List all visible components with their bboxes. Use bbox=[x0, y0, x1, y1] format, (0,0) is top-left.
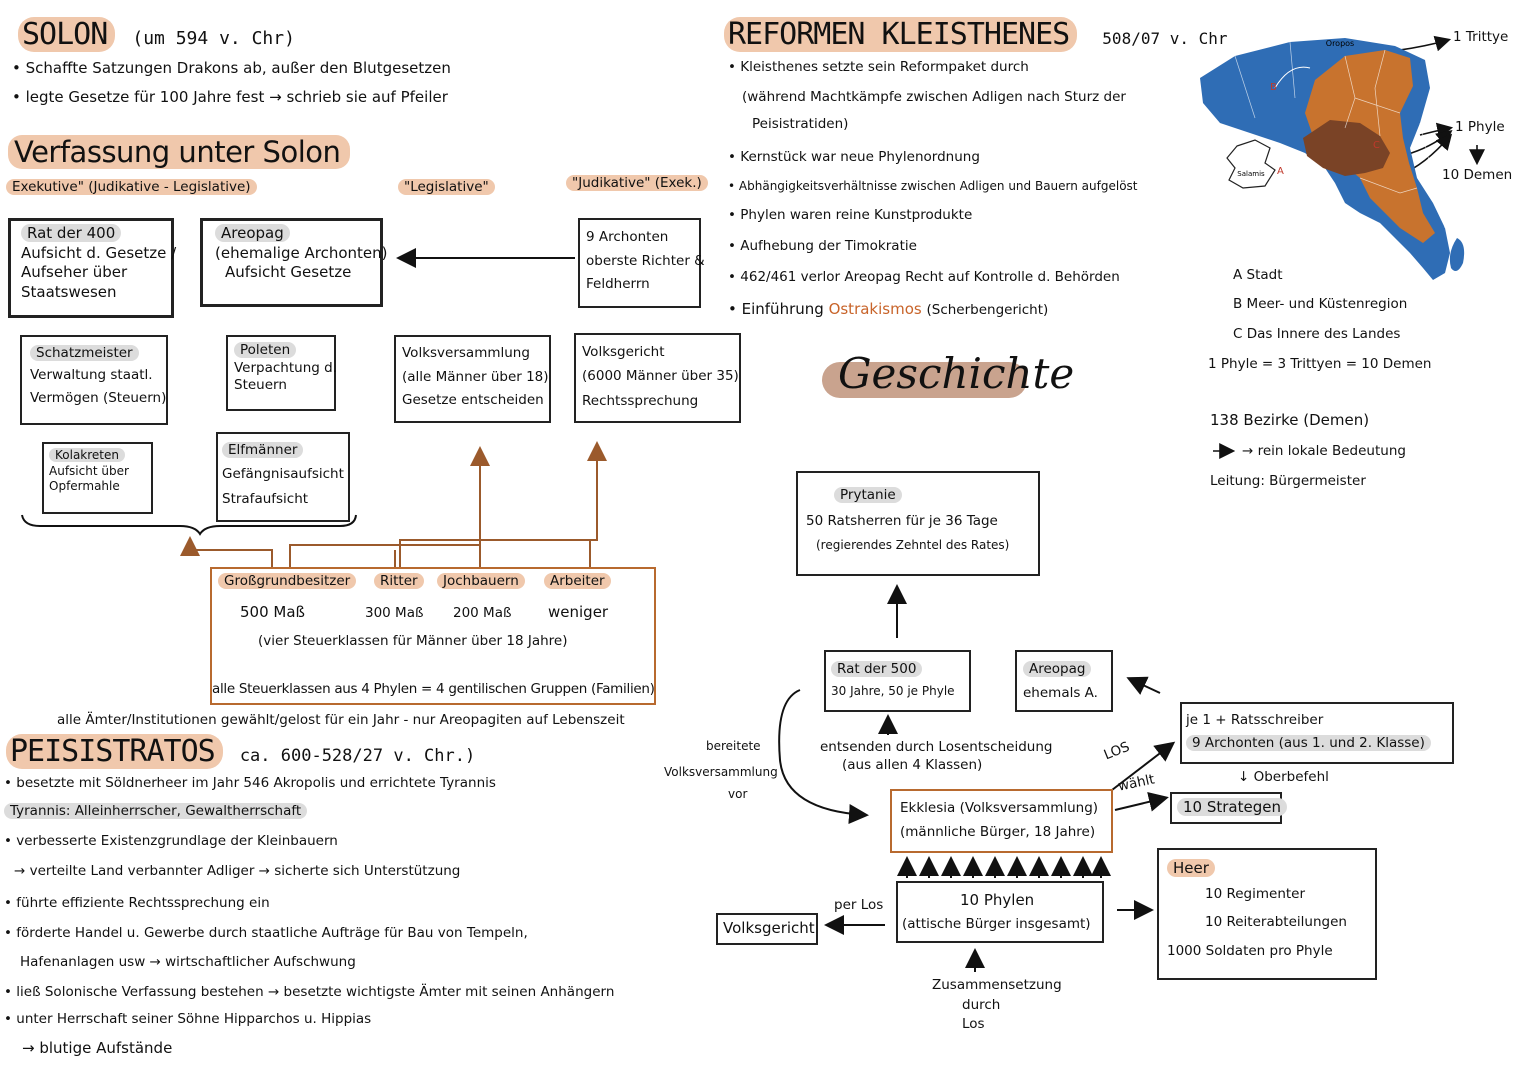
rat-der-500-box: Rat der 500 30 Jahre, 50 je Phyle bbox=[824, 650, 971, 712]
steuerklassen-box bbox=[210, 567, 656, 705]
class-2-value: 300 Maß bbox=[365, 605, 424, 621]
strategen-box: 10 Strategen bbox=[1170, 792, 1287, 824]
schatzmeister-box: Schatzmeister Verwaltung staatl. Vermöge… bbox=[20, 335, 168, 425]
map-marker-b: B bbox=[1270, 82, 1277, 93]
map-legend-c: C Das Innere des Landes bbox=[1233, 326, 1401, 342]
solon-bullet-1: • Schaffte Satzungen Drakons ab, außer d… bbox=[12, 59, 451, 77]
kleisthenes-line-8: • 462/461 verlor Areopag Recht auf Kontr… bbox=[728, 269, 1120, 285]
peisistratos-line-2: • verbesserte Existenzgrundlage der Klei… bbox=[4, 833, 338, 849]
geschichte-highlight bbox=[822, 362, 1027, 398]
entsenden-line-1: entsenden durch Losentscheidung bbox=[820, 739, 1053, 755]
map-marker-c: C bbox=[1373, 140, 1380, 151]
peisistratos-line-3: → verteilte Land verbannter Adliger → si… bbox=[14, 863, 461, 879]
class-3-name: Jochbauern bbox=[437, 573, 525, 590]
classes-note: (vier Steuerklassen für Männer über 18 J… bbox=[258, 633, 568, 649]
kleisthenes-heading: REFORMEN KLEISTHENES 508/07 v. Chr bbox=[724, 17, 1228, 53]
peisistratos-line-5: • förderte Handel u. Gewerbe durch staat… bbox=[4, 925, 528, 941]
zehn-phylen-box: 10 Phylen (attische Bürger insgesamt) bbox=[896, 881, 1104, 943]
peisistratos-line-9: → blutige Aufstände bbox=[22, 1039, 173, 1057]
kleisthenes-line-1: • Kleisthenes setzte sein Reformpaket du… bbox=[728, 59, 1029, 75]
archonten-geschichte-box: je 1 + Ratsschreiber 9 Archonten (aus 1.… bbox=[1180, 702, 1454, 764]
peisistratos-line-4: • führte effiziente Rechtssprechung ein bbox=[4, 895, 270, 911]
col-judikative-label: "Judikative" (Exek.) bbox=[566, 175, 708, 192]
col-exekutive-label: Exekutive" (Judikative - Legislative) bbox=[6, 179, 257, 196]
class-4-value: weniger bbox=[548, 603, 609, 621]
kleisthenes-line-2: (während Machtkämpfe zwischen Adligen na… bbox=[742, 89, 1126, 105]
map-demen-label: 10 Demen bbox=[1442, 167, 1513, 183]
zusammensetzung-line-1: Zusammensetzung bbox=[932, 977, 1062, 993]
phylen-note: alle Steuerklassen aus 4 Phylen = 4 gent… bbox=[212, 681, 655, 697]
solon-bullet-2: • legte Gesetze für 100 Jahre fest → sch… bbox=[12, 88, 448, 106]
map-legend-a: A Stadt bbox=[1233, 267, 1283, 283]
volksgericht-geschichte-box: Volksgericht bbox=[716, 913, 818, 945]
bezirke-line-2: → rein lokale Bedeutung bbox=[1242, 443, 1406, 459]
class-3-value: 200 Maß bbox=[453, 605, 512, 621]
attica-map: Salamis Oropos A B C bbox=[1200, 38, 1465, 280]
peisistratos-heading: PEISISTRATOS ca. 600-528/27 v. Chr.) bbox=[6, 734, 475, 770]
zusammensetzung-line-3: Los bbox=[962, 1016, 985, 1032]
poleten-box: Poleten Verpachtung d. Steuern bbox=[226, 335, 337, 411]
neun-archonten-box: 9 Archonten oberste Richter & Feldherrn bbox=[578, 218, 705, 308]
tyrannis-definition: Tyrannis: Alleinherrscher, Gewaltherrsch… bbox=[4, 803, 308, 820]
map-legend-b: B Meer- und Küstenregion bbox=[1233, 296, 1408, 312]
class-1-name: Großgrundbesitzer bbox=[218, 573, 357, 590]
per-los-label: per Los bbox=[834, 897, 884, 913]
volksgericht-box: Volksgericht (6000 Männer über 35) Recht… bbox=[574, 333, 741, 423]
kleisthenes-line-6: • Phylen waren reine Kunstprodukte bbox=[728, 207, 973, 223]
map-brown-region bbox=[1303, 120, 1390, 176]
kolakreten-box: Kolakreten Aufsicht über Opfermahle bbox=[42, 442, 153, 514]
kleisthenes-line-3: Peisistratiden) bbox=[752, 116, 849, 132]
map-legend-phyle: 1 Phyle = 3 Trittyen = 10 Demen bbox=[1208, 356, 1432, 372]
kleisthenes-line-9: • Einführung Ostrakismos (Scherbengerich… bbox=[728, 300, 1049, 318]
kleisthenes-line-7: • Aufhebung der Timokratie bbox=[728, 238, 917, 254]
oropos-label: Oropos bbox=[1326, 39, 1354, 48]
map-trittye-label: 1 Trittye bbox=[1453, 29, 1509, 45]
prytanie-box: Prytanie 50 Ratsherren für je 36 Tage (r… bbox=[796, 471, 1040, 576]
ekklesia-box: Ekklesia (Volksversammlung) (männliche B… bbox=[890, 789, 1113, 853]
bezirke-line-1: 138 Bezirke (Demen) bbox=[1210, 411, 1370, 429]
geschichte-title: Geschichte bbox=[838, 349, 1075, 398]
verfassung-heading: Verfassung unter Solon bbox=[8, 135, 351, 169]
peisistratos-line-1: • besetzte mit Söldnerheer im Jahr 546 A… bbox=[4, 775, 496, 791]
peisistratos-line-6: Hafenanlagen usw → wirtschaftlicher Aufs… bbox=[20, 954, 356, 970]
entsenden-line-2: (aus allen 4 Klassen) bbox=[842, 757, 983, 773]
solon-heading: SOLON (um 594 v. Chr) bbox=[18, 17, 295, 53]
elfmaenner-box: Elfmänner Gefängnisaufsicht Strafaufsich… bbox=[216, 432, 350, 522]
areopag-geschichte-box: Areopag ehemals A. bbox=[1015, 650, 1113, 712]
bereitete-line-1: bereitete bbox=[706, 739, 761, 753]
class-1-value: 500 Maß bbox=[240, 603, 305, 621]
col-legislative-label: "Legislative" bbox=[398, 179, 495, 196]
map-marker-a: A bbox=[1277, 166, 1284, 177]
map-island-shape bbox=[1449, 238, 1465, 272]
bezirke-line-3: Leitung: Bürgermeister bbox=[1210, 473, 1366, 489]
bereitete-line-2: Volksversammlung bbox=[664, 765, 778, 779]
bereitete-line-3: vor bbox=[728, 787, 748, 801]
oberbefehl-label: ↓ Oberbefehl bbox=[1238, 769, 1329, 785]
areopag-box: Areopag (ehemalige Archonten) Aufsicht G… bbox=[200, 218, 387, 307]
peisistratos-line-7: • ließ Solonische Verfassung bestehen → … bbox=[4, 984, 615, 1000]
heer-box: Heer 10 Regimenter 10 Reiterabteilungen … bbox=[1157, 848, 1377, 980]
kleisthenes-line-4: • Kernstück war neue Phylenordnung bbox=[728, 149, 980, 165]
class-2-name: Ritter bbox=[374, 573, 424, 590]
kleisthenes-line-5: • Abhängigkeitsverhältnisse zwischen Adl… bbox=[728, 179, 1138, 193]
aemter-note: alle Ämter/Institutionen gewählt/gelost … bbox=[57, 712, 625, 728]
volksversammlung-box: Volksversammlung (alle Männer über 18) G… bbox=[394, 335, 551, 423]
rat-der-400-box: Rat der 400 Aufsicht d. Gesetze / Aufseh… bbox=[8, 218, 176, 318]
class-4-name: Arbeiter bbox=[544, 573, 611, 590]
zusammensetzung-line-2: durch bbox=[962, 997, 1001, 1013]
salamis-island bbox=[1226, 139, 1276, 189]
map-phyle-label: 1 Phyle bbox=[1455, 119, 1505, 135]
salamis-label: Salamis bbox=[1237, 170, 1265, 178]
peisistratos-line-8: • unter Herrschaft seiner Söhne Hipparch… bbox=[4, 1011, 372, 1027]
